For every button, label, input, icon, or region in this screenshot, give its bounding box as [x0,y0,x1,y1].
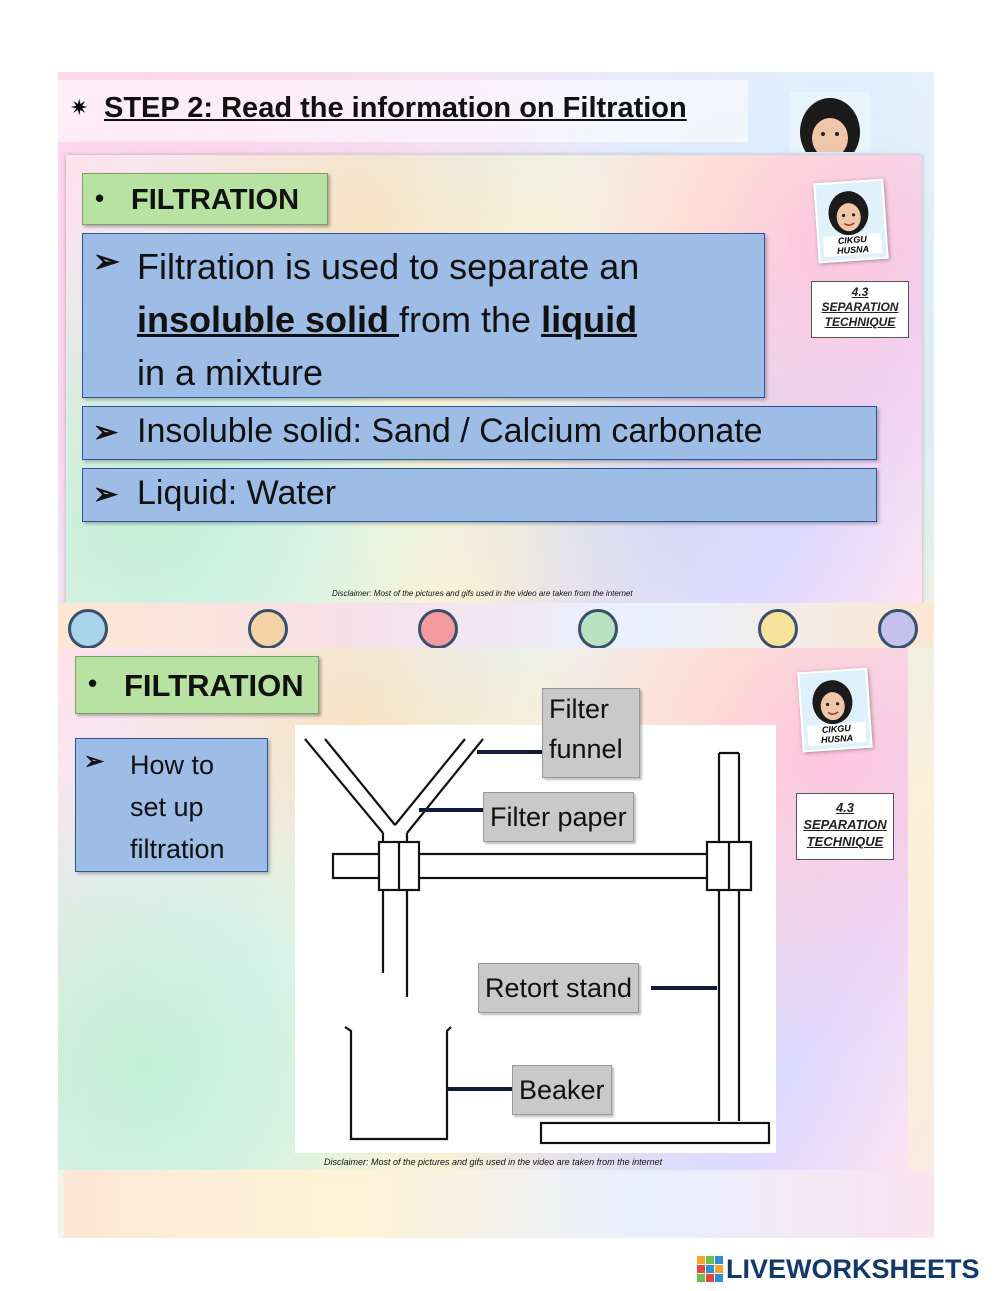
label-beaker: Beaker [512,1065,612,1115]
doodle-circle-icon [68,609,108,649]
teacher-avatar: CIKGU HUSNA [797,667,873,753]
definition-box: ➢ Filtration is used to separate an inso… [82,233,765,398]
label-filter-funnel: Filter funnel [542,688,640,778]
top-avatar [790,92,870,152]
slide2-heading: • FILTRATION [75,656,319,714]
teacher-face-icon [828,191,869,236]
slide1-heading: • FILTRATION [82,173,328,225]
arrow-bullet-icon: ➢ [93,478,119,511]
star-bullet-icon: ✷ [70,96,89,121]
slide2-disclaimer: Disclaimer: Most of the pictures and gif… [324,1157,663,1167]
apparatus-drawing [304,738,771,1145]
liquid-box: ➢ Liquid: Water [82,468,877,522]
logo-mark-icon [697,1256,723,1282]
arrow-bullet-icon: ➢ [93,243,120,279]
avatar-name: CIKGU HUSNA [823,232,883,257]
doodle-circle-icon [248,609,288,649]
bottom-decoration [64,1170,934,1238]
doodle-circle-icon [578,609,618,649]
step-title: STEP 2: Read the information on Filtrati… [104,92,687,124]
label-retort-stand: Retort stand [478,963,640,1013]
slide-filtration-definition: • FILTRATION ➢ Filtration is used to sep… [66,155,922,603]
step-bar: ✷ STEP 2: Read the information on Filtra… [58,80,748,142]
arrow-bullet-icon: ➢ [93,416,119,449]
doodle-band [58,603,934,649]
howto-box: ➢ How to set up filtration [75,738,268,872]
technique-label: 4.3 SEPARATION TECHNIQUE [811,281,909,338]
liveworksheets-logo: LIVEWORKSHEETS [697,1252,980,1286]
teacher-face-icon [812,680,853,725]
technique-label: 4.3 SEPARATION TECHNIQUE [796,793,894,860]
doodle-circle-icon [878,609,918,649]
insoluble-solid-box: ➢ Insoluble solid: Sand / Calcium carbon… [82,406,877,460]
label-filter-paper: Filter paper [483,792,634,842]
doodle-circle-icon [418,609,458,649]
arrow-bullet-icon: ➢ [84,748,105,775]
avatar-name: CIKGU HUSNA [807,721,867,746]
brand-name: LIVEWORKSHEETS [726,1253,980,1284]
teacher-avatar: CIKGU HUSNA [813,178,889,264]
doodle-circle-icon [758,609,798,649]
slide1-disclaimer: Disclaimer: Most of the pictures and gif… [332,589,633,598]
